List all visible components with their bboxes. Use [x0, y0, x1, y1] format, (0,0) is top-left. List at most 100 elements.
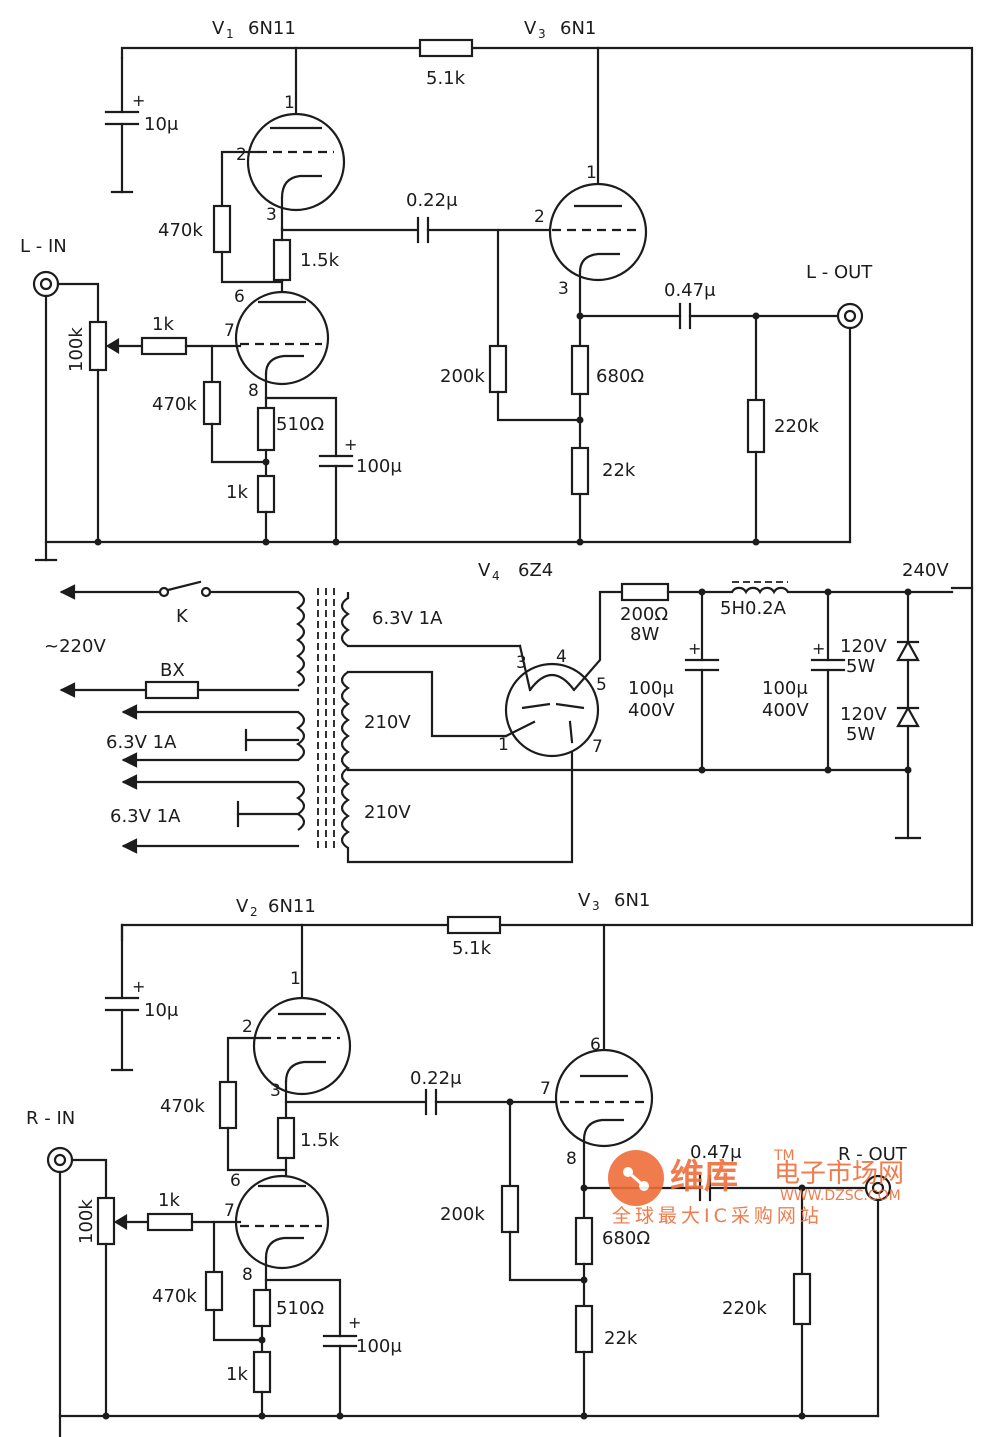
b-plus-rail: [120, 46, 974, 942]
svg-text:TM: TM: [773, 1148, 795, 1164]
left-r-grid-lower: [202, 380, 222, 426]
svg-text:8: 8: [248, 381, 259, 401]
svg-text:3: 3: [516, 653, 527, 673]
svg-text:V: V: [212, 18, 225, 39]
svg-text:V: V: [524, 18, 537, 39]
filter-resistor: [620, 582, 670, 602]
right-r-cathode-upper: [276, 1116, 296, 1160]
left-out-label: L - OUT: [806, 262, 873, 283]
left-output-jack: L - OUT: [806, 262, 873, 544]
svg-text:1: 1: [586, 163, 597, 183]
svg-text:1k: 1k: [152, 314, 174, 335]
svg-text:4: 4: [492, 569, 500, 583]
right-grid-stop-resistor: [146, 1212, 194, 1232]
svg-text:+: +: [348, 1313, 361, 1332]
svg-text:22k: 22k: [602, 460, 636, 481]
v2-upper-triode: 1 2 3: [226, 923, 352, 1118]
left-r-supply-label: 5.1k: [426, 68, 466, 89]
svg-text:2: 2: [242, 1017, 253, 1037]
right-supply-resistor: [446, 915, 502, 935]
left-r-bottom: [256, 474, 276, 514]
left-in-label: L - IN: [20, 236, 67, 257]
svg-text:100μ: 100μ: [356, 1336, 402, 1357]
left-channel: + 10μ 5.1k V 1 6N11 1 2 3 470k: [20, 18, 873, 562]
svg-text:220k: 220k: [774, 416, 819, 437]
svg-text:120V: 120V: [840, 636, 887, 657]
svg-text:+: +: [132, 977, 145, 996]
svg-text:6Z4: 6Z4: [518, 560, 553, 581]
right-in-label: R - IN: [26, 1108, 75, 1129]
svg-text:8W: 8W: [630, 624, 659, 645]
svg-text:6N1: 6N1: [614, 890, 650, 911]
svg-text:470k: 470k: [160, 1096, 205, 1117]
svg-text:5W: 5W: [846, 656, 875, 677]
zener-1: [896, 639, 920, 662]
right-out-label: R - OUT: [838, 1144, 908, 1165]
right-r-grid-v3: [500, 1184, 520, 1234]
svg-text:BX: BX: [160, 660, 185, 681]
left-r-load-v3: [570, 446, 590, 496]
right-r-grid-upper: [218, 1080, 238, 1130]
transformer-primary: [296, 591, 306, 687]
svg-text:0.22μ: 0.22μ: [410, 1068, 462, 1089]
svg-text:2: 2: [236, 145, 247, 165]
left-input: L - IN 100k 1k 470k: [20, 236, 268, 562]
svg-text:3: 3: [592, 899, 600, 913]
left-volume-pot: [88, 320, 108, 372]
left-c-coupling-label: 0.22μ: [406, 190, 458, 211]
svg-text:+: +: [812, 639, 825, 658]
right-channel: + 10μ 5.1k V 2 6N11 1 2 3 470k 1.5k: [26, 890, 908, 1437]
right-r-bottom: [252, 1350, 272, 1394]
right-supply-capacitor: + 10μ: [104, 977, 179, 1072]
svg-text:3: 3: [270, 1081, 281, 1101]
right-r-cathode-v3: [574, 1216, 594, 1266]
b-plus-label: 240V: [902, 560, 949, 581]
v1-upper-triode: 1 2 3: [220, 46, 346, 230]
svg-text:400V: 400V: [628, 700, 675, 721]
svg-text:200k: 200k: [440, 1204, 485, 1225]
svg-text:V: V: [236, 896, 249, 917]
svg-text:6.3V 1A: 6.3V 1A: [110, 806, 181, 827]
svg-text:5W: 5W: [846, 724, 875, 745]
left-grid-stop-resistor: [140, 336, 188, 356]
svg-text:6.3V 1A: 6.3V 1A: [106, 732, 177, 753]
svg-text:6: 6: [230, 1171, 241, 1191]
svg-text:2: 2: [250, 905, 258, 919]
svg-text:1: 1: [498, 735, 509, 755]
svg-text:3: 3: [538, 27, 546, 41]
v1-lower-triode: 6 7 8: [224, 287, 330, 410]
svg-text:1.5k: 1.5k: [300, 250, 340, 271]
svg-text:100k: 100k: [66, 327, 87, 372]
svg-text:100μ: 100μ: [762, 678, 808, 699]
zener-2: [896, 705, 920, 728]
left-r-grid-upper: [212, 204, 232, 254]
svg-text:WWW.DZSC.COM: WWW.DZSC.COM: [780, 1188, 901, 1204]
svg-text:7: 7: [224, 1201, 235, 1221]
svg-text:6N11: 6N11: [268, 896, 316, 917]
svg-text:3: 3: [266, 205, 277, 225]
power-switch[interactable]: [158, 586, 170, 598]
right-r-out: [792, 1272, 812, 1326]
svg-text:100μ: 100μ: [628, 678, 674, 699]
svg-text:470k: 470k: [152, 394, 197, 415]
svg-text:1.5k: 1.5k: [300, 1130, 340, 1151]
svg-text:1: 1: [226, 27, 234, 41]
svg-text:8: 8: [242, 1265, 253, 1285]
svg-text:6: 6: [590, 1035, 601, 1055]
right-r-grid-lower: [204, 1270, 224, 1312]
svg-text:510Ω: 510Ω: [276, 1298, 324, 1319]
right-volume-pot: [96, 1196, 116, 1246]
svg-text:4: 4: [556, 647, 567, 667]
svg-text:10μ: 10μ: [144, 1000, 179, 1021]
svg-text:1k: 1k: [226, 482, 248, 503]
svg-text:7: 7: [224, 321, 235, 341]
v2-lower-triode: 6 7 8: [224, 1171, 330, 1292]
svg-text:电子市场网: 电子市场网: [774, 1159, 904, 1189]
svg-text:120V: 120V: [840, 704, 887, 725]
svg-text:5H0.2A: 5H0.2A: [720, 598, 787, 619]
left-r-cathode-v3: [570, 344, 590, 396]
svg-text:8: 8: [566, 1149, 577, 1169]
svg-text:210V: 210V: [364, 802, 411, 823]
power-supply: K ~220V BX 6.3V 1A 6.3V 1A 6.3V 1: [44, 560, 954, 864]
v3b-triode: V 3 6N1 6 7 8: [540, 890, 654, 1220]
